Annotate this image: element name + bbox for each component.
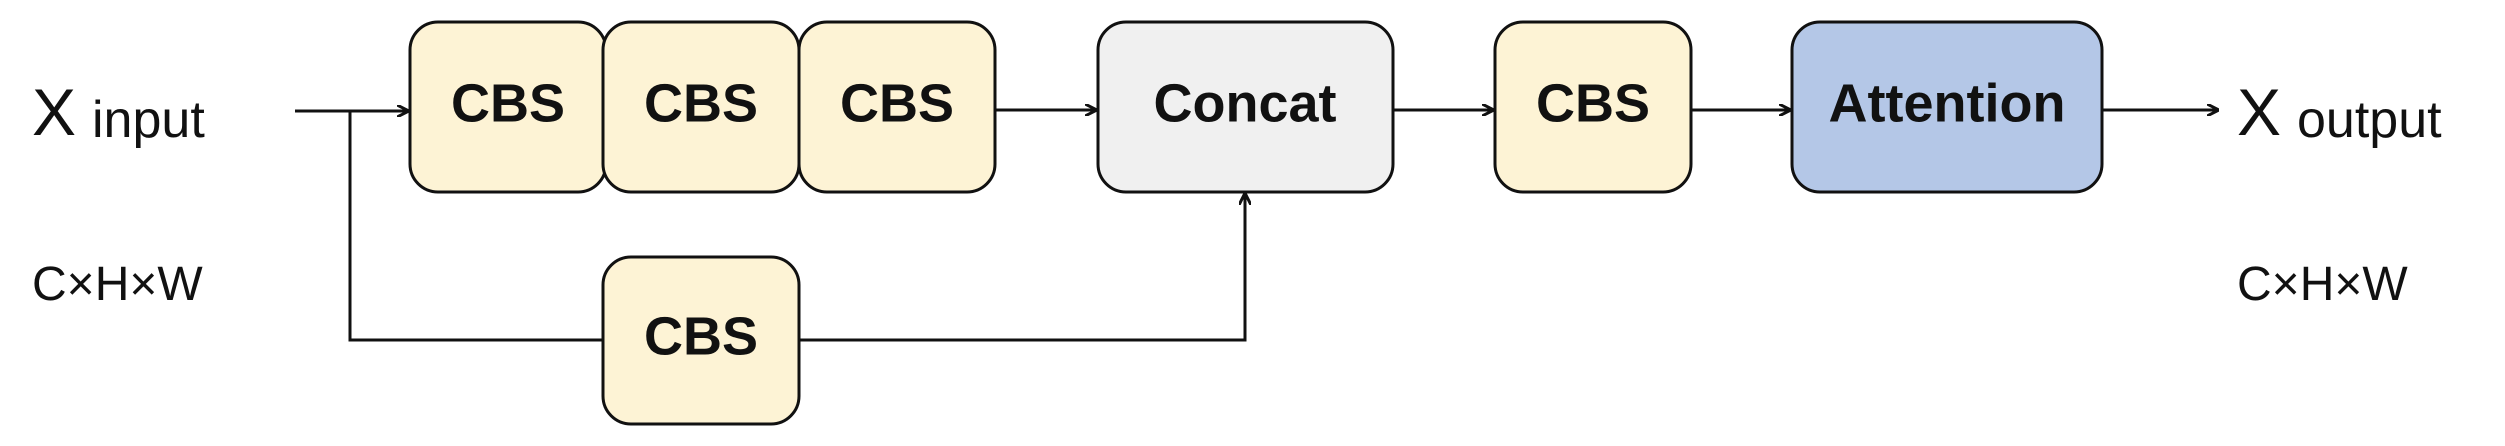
input-label: X input (32, 75, 205, 149)
skip-branch-line (348, 111, 603, 342)
output-subscript: output (2297, 91, 2442, 149)
cbs-block-1-label: CBS (451, 73, 565, 133)
cbs-block-2: CBS (601, 20, 801, 194)
cbs-block-3: CBS (797, 20, 997, 194)
cbs-block-2-label: CBS (644, 73, 758, 133)
attention-block: Attention (1790, 20, 2104, 194)
concat-block: Concat (1096, 20, 1395, 194)
output-label: X output (2237, 75, 2442, 149)
output-shape: C×H×W (2237, 258, 2408, 311)
cbs-branch-block: CBS (601, 255, 801, 426)
connectors (295, 110, 2218, 342)
cbs-block-1: CBS (408, 20, 608, 194)
branch-to-concat-arrow (798, 194, 1245, 342)
input-symbol: X (32, 75, 76, 149)
output-symbol: X (2237, 75, 2281, 149)
cbs-block-3-label: CBS (840, 73, 954, 133)
attention-block-label: Attention (1829, 73, 2066, 133)
concat-block-label: Concat (1153, 73, 1336, 133)
cbs-branch-block-label: CBS (644, 306, 758, 366)
input-subscript: input (92, 91, 205, 149)
cbs-post-block-label: CBS (1536, 73, 1650, 133)
cbs-post-block: CBS (1493, 20, 1693, 194)
input-shape: C×H×W (32, 258, 203, 311)
